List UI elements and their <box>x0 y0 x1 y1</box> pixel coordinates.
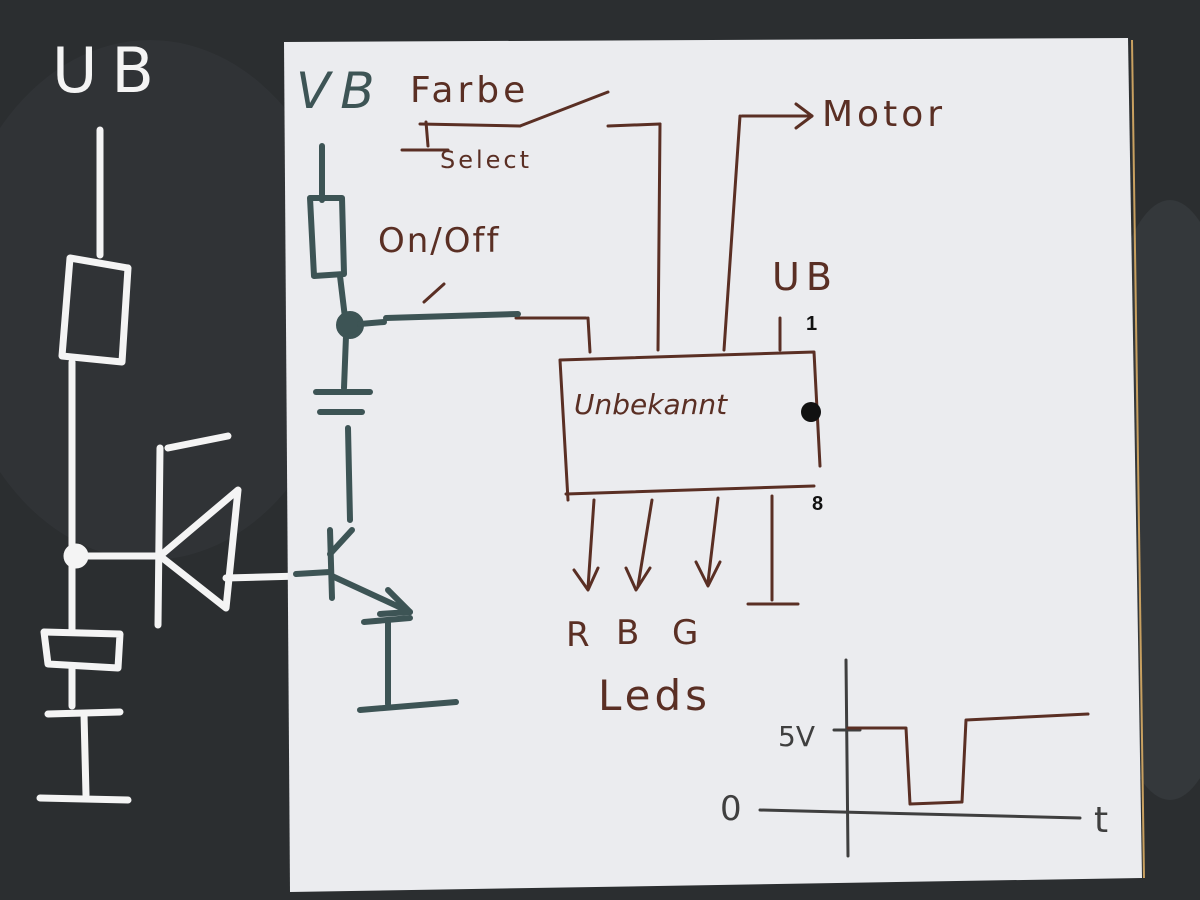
waveform-high-label: 5V <box>778 720 815 753</box>
waveform-trace <box>846 712 1090 806</box>
leds-label: Leds <box>598 671 711 720</box>
left-transistor-shape <box>156 486 242 612</box>
motor-label: Motor <box>822 94 946 135</box>
ic-label: Unbekannt <box>574 388 728 421</box>
pin1-label: 1 <box>806 313 817 335</box>
left-capacitor <box>40 628 124 672</box>
paper-sheet <box>284 38 1145 892</box>
left-resistor <box>58 254 132 366</box>
teal-ink-circuit <box>293 143 521 713</box>
left-chalk-sketch: UB <box>36 34 304 804</box>
left-supply-label: UB <box>52 34 168 107</box>
pin1-marker <box>801 402 821 422</box>
waveform-graph: 5V 0 t <box>720 658 1108 858</box>
pin8-label: 8 <box>812 493 823 515</box>
select-label: Select <box>440 146 532 174</box>
pin-labels: 1 8 <box>801 313 823 515</box>
brown-ink-circuit: VB Farbe Select Motor On/Off UB Unbekann… <box>296 62 946 720</box>
switch-label: On/Off <box>378 221 500 261</box>
led-r-label: R <box>566 615 590 655</box>
color-label: Farbe <box>410 70 529 111</box>
paper-supply-label: VB <box>296 62 385 120</box>
waveform-zero-label: 0 <box>720 789 742 829</box>
paper-resistor <box>307 195 347 279</box>
ic-supply-label: UB <box>772 255 838 299</box>
led-g-label: G <box>672 613 698 653</box>
transistor-base <box>327 527 335 601</box>
waveform-time-label: t <box>1094 800 1108 841</box>
waveform-x-axis <box>758 808 1082 820</box>
led-b-label: B <box>616 613 639 653</box>
waveform-y-axis <box>844 658 850 858</box>
